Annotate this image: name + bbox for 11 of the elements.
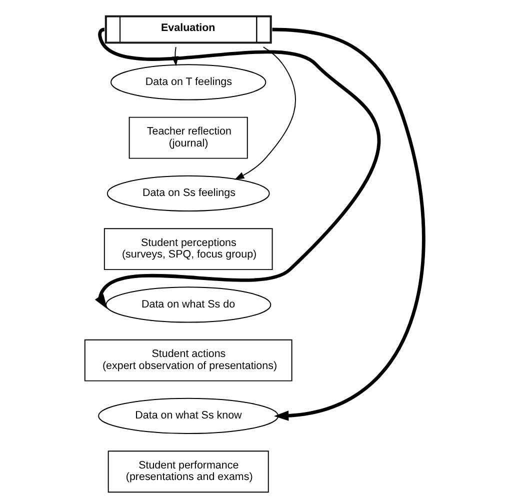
arrow	[234, 46, 296, 180]
node-ellipse: Data on Ss feelings	[106, 175, 270, 212]
node-ellipse: Data on T feelings	[110, 64, 266, 100]
arrow	[94, 28, 380, 309]
node-box: Teacher reflection (journal)	[128, 116, 248, 159]
arrow	[272, 28, 425, 421]
node-box: Student perceptions (surveys, SPQ, focus group)	[103, 228, 272, 270]
node-box: Student actions (expert observation of presentations)	[84, 339, 292, 382]
node-ellipse: Data on what Ss do	[105, 286, 271, 323]
node-ellipse: Data on what Ss know	[98, 398, 278, 434]
node-box: Student performance (presentations and exams)	[107, 450, 268, 493]
